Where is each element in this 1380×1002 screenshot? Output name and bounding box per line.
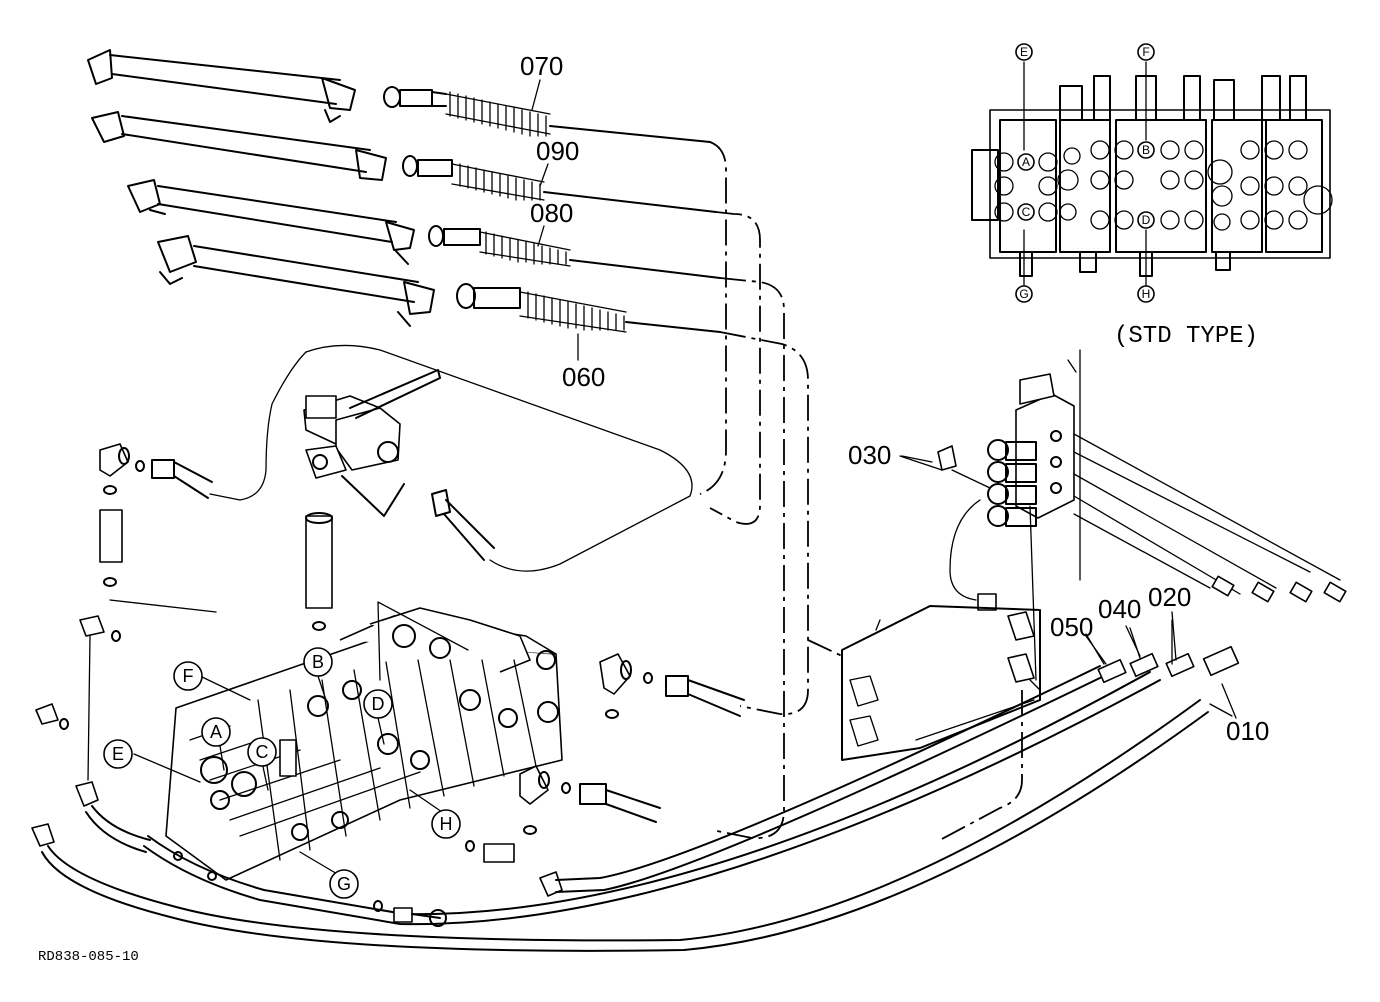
part-labels: 070 090 080 060 030 050 040 020 010: [520, 51, 1269, 746]
part-label-040: 040: [1098, 594, 1141, 624]
port-callouts: F E A B C D H G: [103, 647, 461, 899]
svg-text:C: C: [1022, 205, 1031, 219]
port-callout-E: E: [103, 739, 133, 769]
port-callout-F: F: [173, 661, 203, 691]
part-label-060: 060: [562, 362, 605, 392]
svg-text:F: F: [1142, 45, 1149, 59]
inset-port-H: H: [1137, 285, 1155, 303]
inset-caption: (STD TYPE): [1114, 323, 1258, 350]
hose-060: [456, 283, 721, 333]
hose-080: [428, 225, 721, 279]
lower-hoses: [31, 615, 1209, 952]
svg-text:E: E: [112, 744, 124, 764]
inset-port-B: B: [1137, 141, 1155, 159]
inset-port-G: G: [1015, 285, 1033, 303]
pilot-cable-assembly: [87, 49, 435, 327]
pilot-selector-valve: [209, 344, 693, 572]
inset-port-D: D: [1137, 211, 1155, 229]
hose-end-fittings: [1085, 575, 1347, 717]
hose-090: [402, 155, 717, 213]
part-label-030: 030: [848, 440, 891, 470]
inset-port-callouts: E F A B C D G H: [1015, 43, 1155, 303]
part-label-010: 010: [1226, 716, 1269, 746]
port-callout-G: G: [329, 869, 359, 899]
svg-text:B: B: [1142, 143, 1150, 157]
solenoid-valve-block: [899, 349, 1341, 841]
svg-text:H: H: [1142, 287, 1151, 301]
port-callout-A: A: [201, 717, 231, 747]
inset-port-C: C: [1017, 203, 1035, 221]
std-type-inset: [971, 61, 1333, 287]
svg-text:D: D: [372, 694, 385, 714]
port-callout-H: H: [431, 809, 461, 839]
part-label-020: 020: [1148, 582, 1191, 612]
main-control-valve: [165, 607, 563, 881]
part-label-090: 090: [536, 136, 579, 166]
port-leaders: [133, 601, 469, 879]
svg-text:F: F: [183, 666, 194, 686]
svg-text:D: D: [1142, 213, 1151, 227]
hose-070: [383, 86, 711, 143]
port-callout-B: B: [303, 647, 333, 677]
svg-text:G: G: [337, 874, 351, 894]
svg-text:H: H: [440, 814, 453, 834]
svg-text:E: E: [1020, 45, 1028, 59]
inset-port-E: E: [1015, 43, 1033, 61]
svg-text:A: A: [1022, 155, 1030, 169]
port-callout-D: D: [363, 689, 393, 719]
mounting-bracket: [841, 605, 1041, 761]
pilot-adapter: [305, 489, 495, 631]
svg-text:G: G: [1019, 287, 1028, 301]
right-elbow-fittings: [519, 653, 745, 835]
part-label-070: 070: [520, 51, 563, 81]
left-elbow-fittings: [99, 443, 217, 613]
svg-text:B: B: [312, 652, 324, 672]
port-callout-C: C: [247, 737, 277, 767]
svg-text:A: A: [210, 722, 222, 742]
drawing-reference-number: RD838-085-10: [38, 949, 139, 965]
inset-port-F: F: [1137, 43, 1155, 61]
svg-text:C: C: [256, 742, 269, 762]
hose-routing-lines: [699, 141, 843, 839]
part-label-080: 080: [530, 198, 573, 228]
inset-port-A: A: [1017, 153, 1035, 171]
part-label-050: 050: [1050, 612, 1093, 642]
